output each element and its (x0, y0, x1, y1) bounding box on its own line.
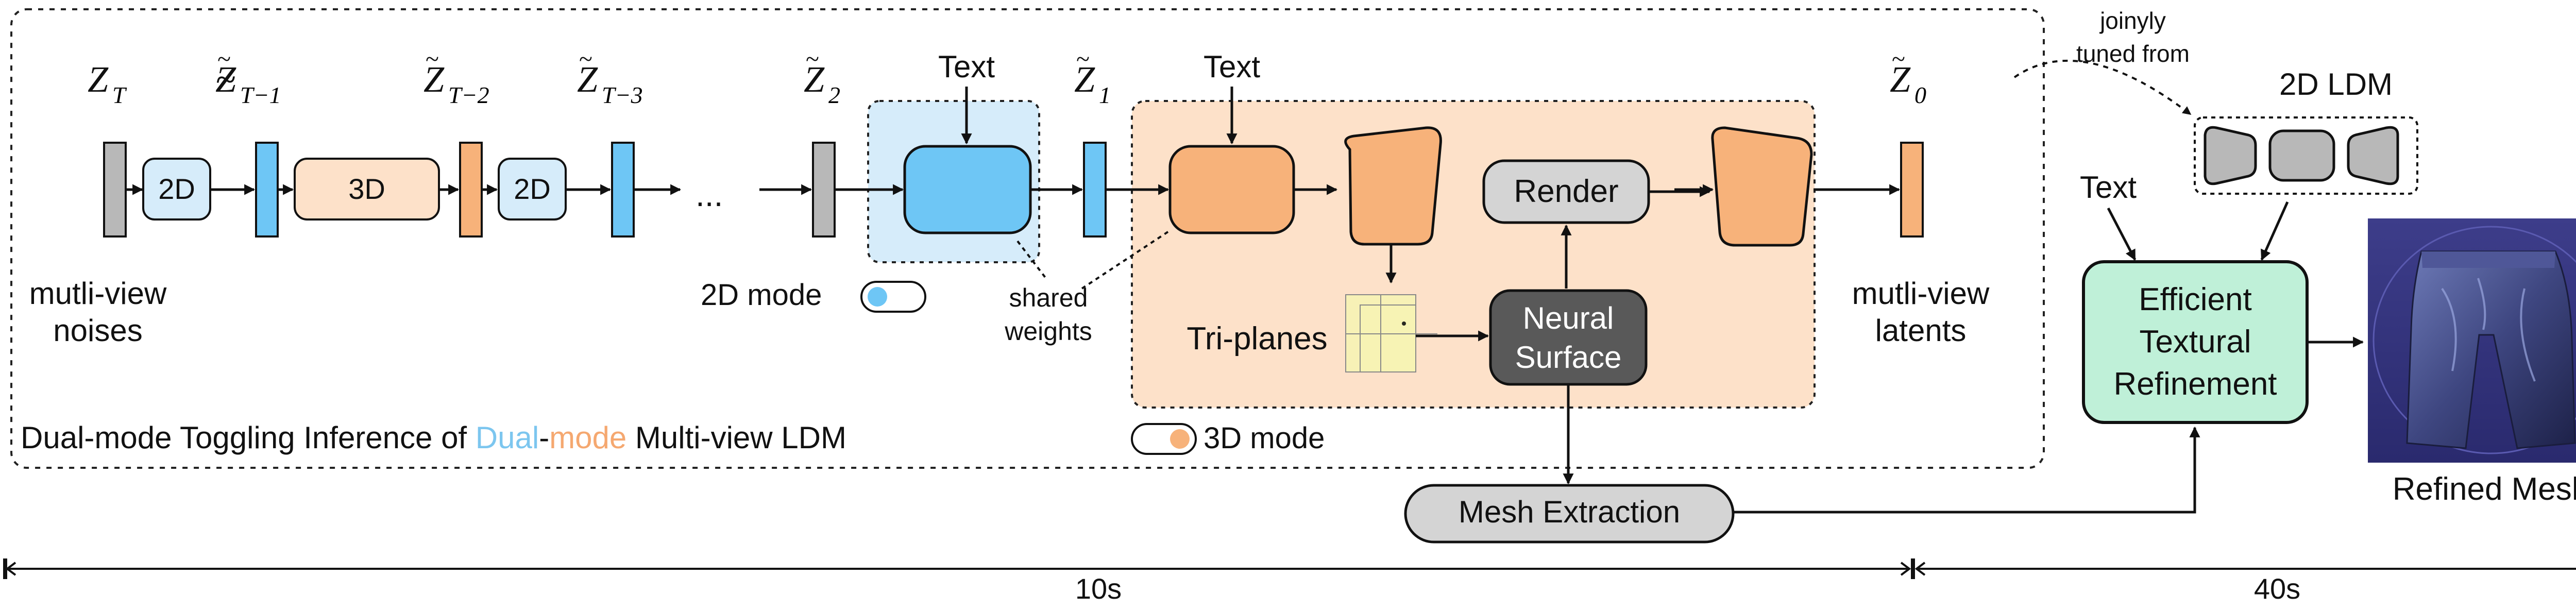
text-label-2d: Text (938, 49, 995, 84)
svg-text:Z: Z (1074, 59, 1095, 100)
latent-bar-z1 (1083, 142, 1107, 238)
unet-block-2d (903, 145, 1032, 234)
svg-text:1: 1 (1099, 82, 1111, 108)
svg-text:~: ~ (806, 45, 819, 73)
timeline (3, 558, 2576, 579)
shared-label: shared (1009, 283, 1088, 312)
svg-text:T−3: T−3 (602, 82, 643, 108)
svg-text:T−2: T−2 (448, 82, 489, 108)
svg-text:T: T (112, 82, 127, 108)
mesh-extraction-box: Mesh Extraction (1404, 484, 1735, 544)
svg-text:Efficient: Efficient (2139, 282, 2251, 317)
svg-text:2D: 2D (158, 173, 195, 205)
ldm-to-refinement-arrow (2260, 201, 2289, 261)
latent-label-z0: Z 0 (1890, 59, 1926, 108)
neural-surface-box: Neural Surface (1489, 289, 1648, 386)
latent-bar-z2 (812, 142, 836, 238)
latent-bar-zT2 (459, 142, 483, 238)
timeline-label-40s: 40s (2254, 572, 2300, 605)
block-2d-second: 2D (498, 158, 567, 221)
jointly-label: joinyly (2099, 7, 2166, 34)
svg-text:Mesh Extraction: Mesh Extraction (1459, 495, 1680, 529)
container-caption: Dual-mode Toggling Inference of Dual-mod… (21, 420, 846, 455)
ldm-label: 2D LDM (2279, 67, 2393, 101)
ldm-blocks (2204, 126, 2399, 185)
render-box: Render (1482, 159, 1650, 224)
svg-text:~: ~ (579, 45, 592, 73)
block-2d-first: 2D (142, 158, 211, 221)
svg-text:Z: Z (215, 59, 236, 100)
svg-text:~: ~ (215, 59, 235, 100)
block-3d: 3D (294, 158, 440, 221)
shared-weights-dash-right (1081, 230, 1171, 290)
refined-mesh-image (2368, 218, 2576, 463)
latent-bar-zT3 (611, 142, 635, 238)
toggle-3d-mode[interactable] (1131, 423, 1197, 455)
mode2d-label: 2D mode (701, 278, 822, 312)
svg-text:0: 0 (1914, 82, 1926, 108)
latent-label-zT: Z T (88, 59, 127, 108)
latent-label-zT2: Z T−2 (423, 59, 489, 108)
svg-text:~: ~ (426, 45, 439, 73)
ldm-container (2194, 116, 2418, 195)
svg-text:Z: Z (1890, 59, 1911, 100)
decoder-trapezoid (1344, 126, 1442, 246)
timeline-label-10s: 10s (1075, 572, 1122, 605)
triplanes-label: Tri-planes (1187, 321, 1327, 357)
svg-text:Textural: Textural (2139, 324, 2251, 360)
encoder-trapezoid (1711, 126, 1813, 247)
latent-bar-zT (103, 142, 127, 238)
jointly-tuned-arrow (2013, 59, 2192, 115)
latent-label-zT1: ~ Z T−1 (215, 59, 281, 108)
ellipsis: ... (696, 176, 723, 213)
latent-bar-z0 (1900, 142, 1924, 238)
svg-text:~: ~ (217, 45, 231, 73)
weights-label: weights (1004, 317, 1092, 346)
latent-label-line2: latents (1875, 313, 1967, 348)
toggle-2d-mode[interactable] (860, 281, 926, 313)
text-label-3d: Text (1204, 49, 1260, 84)
noise-label-line1: mutli-view (29, 276, 167, 311)
svg-text:Z: Z (804, 59, 825, 100)
latent-label-zT3: Z T−3 (577, 59, 643, 108)
refinement-text-label: Text (2080, 170, 2137, 205)
mesh-to-refinement-arrow (1733, 426, 2200, 514)
tuned-from-label: tuned from (2076, 40, 2190, 67)
svg-text:3D: 3D (348, 173, 385, 205)
svg-text:Surface: Surface (1515, 340, 1622, 375)
svg-text:Z: Z (577, 59, 598, 100)
refined-mesh-label: Refined Mesh (2393, 471, 2576, 507)
efficient-refinement-box: Efficient Textural Refinement (2082, 260, 2309, 424)
svg-text:~: ~ (1076, 45, 1090, 73)
latent-bar-zT1 (255, 142, 279, 238)
svg-text:2D: 2D (514, 173, 551, 205)
svg-text:Refinement: Refinement (2113, 366, 2277, 402)
svg-text:T−1: T−1 (240, 82, 281, 108)
refinement-text-arrow (2107, 207, 2137, 261)
unet-block-3d (1168, 145, 1295, 234)
svg-text:Z: Z (423, 59, 445, 100)
latent-label-line1: mutli-view (1852, 276, 1990, 311)
latent-label-z2: Z 2 (804, 59, 840, 108)
noise-label-line2: noises (53, 313, 142, 348)
latent-label-z1: Z 1 (1074, 59, 1111, 108)
svg-text:Z: Z (88, 59, 109, 100)
mode3d-label: 3D mode (1204, 421, 1325, 455)
svg-text:Neural: Neural (1523, 301, 1614, 335)
triplanes-icon (1345, 294, 1437, 372)
svg-text:~: ~ (1892, 45, 1905, 73)
dual-mode-container (10, 8, 2045, 469)
tilde-marks: ~ ~ ~ ~ ~ ~ (217, 45, 1905, 73)
svg-text:Render: Render (1514, 174, 1618, 209)
svg-text:2: 2 (828, 82, 840, 108)
